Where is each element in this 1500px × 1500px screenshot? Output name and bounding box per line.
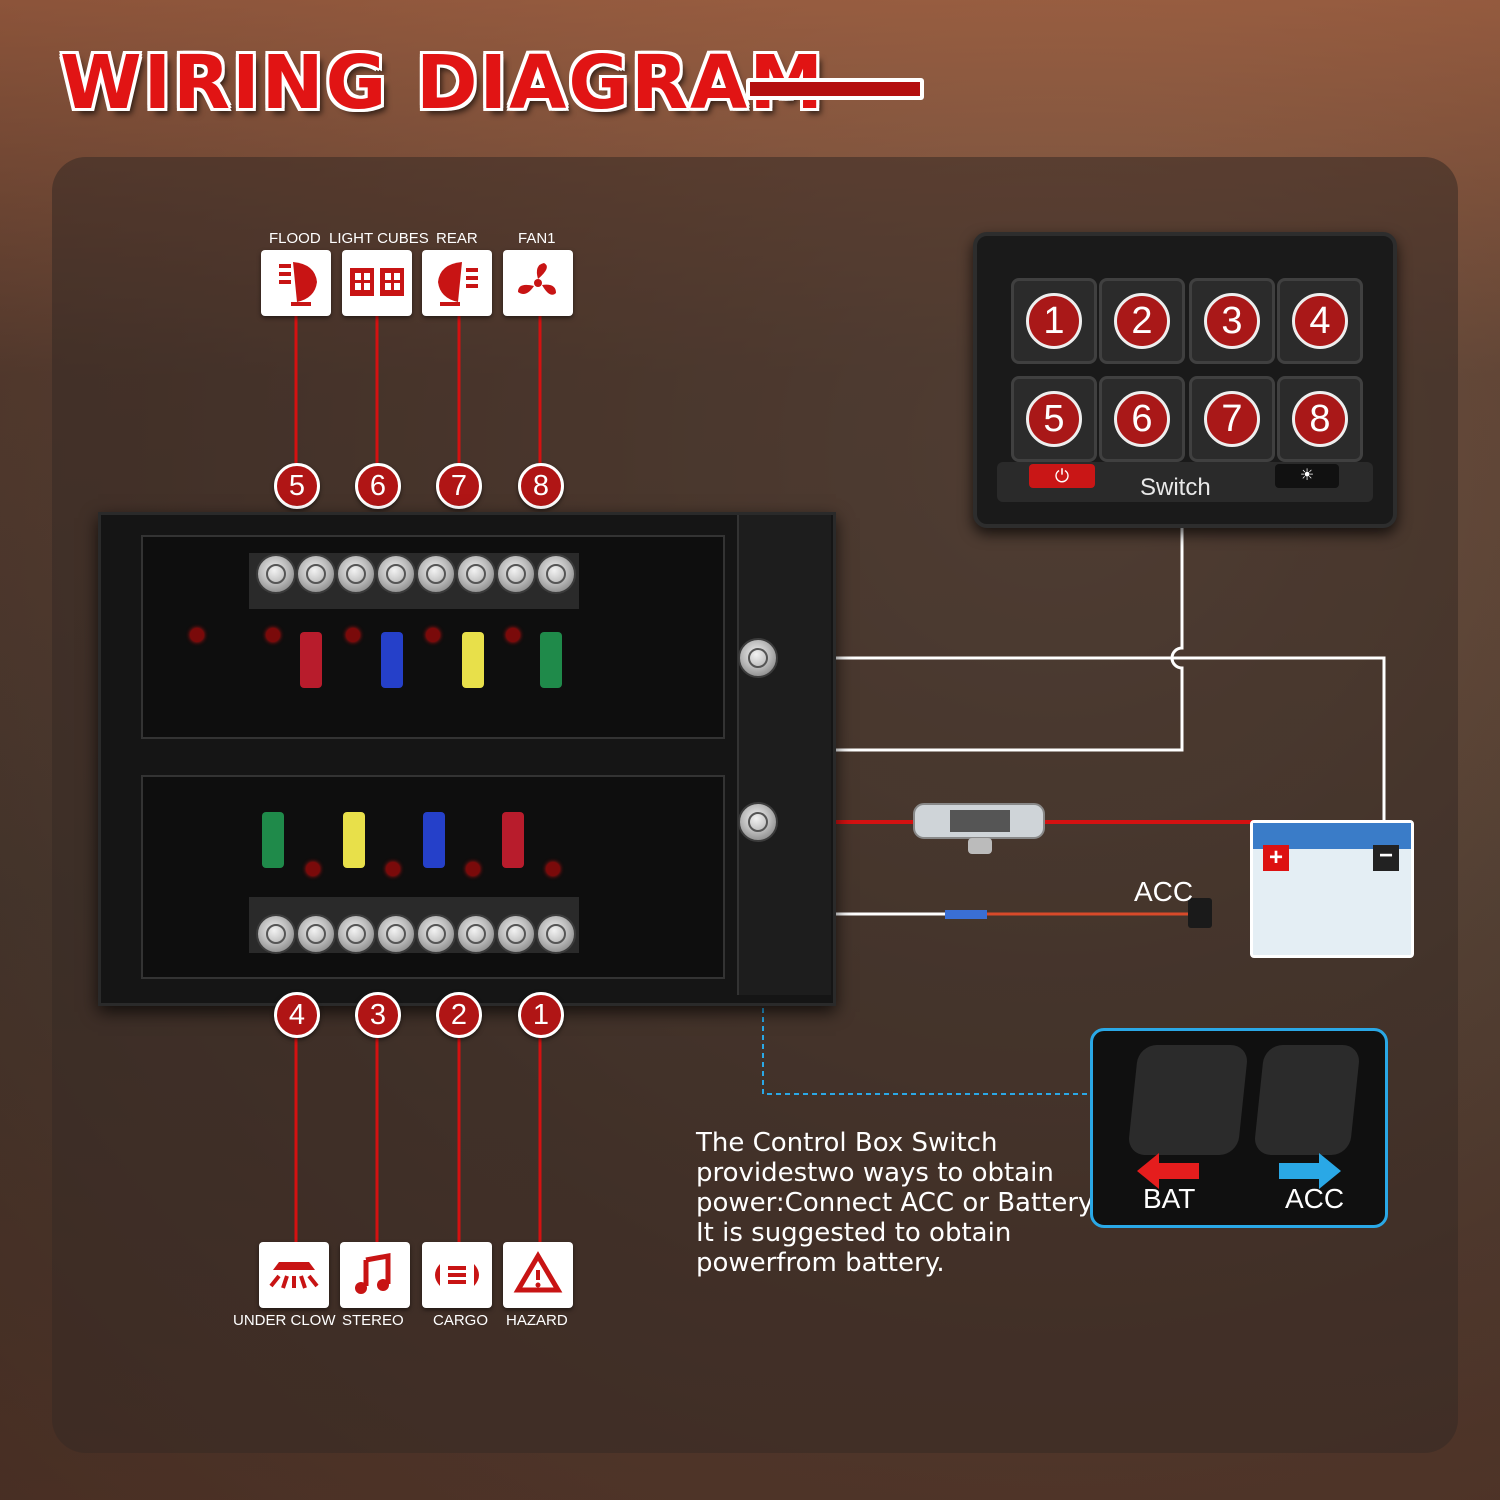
fuse-green xyxy=(262,812,284,868)
indicator-led xyxy=(266,628,280,642)
fuse-red xyxy=(300,632,322,688)
page-title: WIRING DIAGRAM xyxy=(60,40,825,126)
hazard-icon xyxy=(503,1242,573,1308)
terminal xyxy=(456,554,496,594)
fuse-yellow xyxy=(343,812,365,868)
terminal xyxy=(416,554,456,594)
indicator-led xyxy=(306,862,320,876)
cargo-light-icon xyxy=(422,1242,492,1308)
output-label-fan1: FAN1 xyxy=(518,230,556,247)
indicator-led xyxy=(426,628,440,642)
under-glow-icon xyxy=(259,1242,329,1308)
flood-light-icon xyxy=(261,250,331,316)
channel-7-badge: 7 xyxy=(436,463,482,509)
description-text: The Control Box Switch providestwo ways … xyxy=(696,1128,1098,1278)
fuse-green xyxy=(540,632,562,688)
battery: + − xyxy=(1250,820,1414,958)
output-label-rear: REAR xyxy=(436,230,478,247)
negative-terminal-icon: − xyxy=(1373,844,1399,871)
positive-terminal-icon: + xyxy=(1263,845,1289,871)
terminal xyxy=(536,554,576,594)
power-terminal xyxy=(738,802,778,842)
fuse-blue xyxy=(381,632,403,688)
indicator-led xyxy=(466,862,480,876)
terminal xyxy=(336,914,376,954)
power-icon[interactable]: ⏻ xyxy=(1029,464,1095,488)
switch-button-5[interactable]: 5 xyxy=(1011,376,1097,462)
indicator-led xyxy=(506,628,520,642)
channel-1-badge: 1 xyxy=(518,992,564,1038)
terminal xyxy=(376,554,416,594)
terminal xyxy=(376,914,416,954)
output-label-stereo: STEREO xyxy=(342,1312,404,1329)
terminal xyxy=(416,914,456,954)
switch-button-8[interactable]: 8 xyxy=(1277,376,1363,462)
channel-5-badge: 5 xyxy=(274,463,320,509)
terminal xyxy=(496,914,536,954)
channel-4-badge: 4 xyxy=(274,992,320,1038)
output-label-light-cubes: LIGHT CUBES xyxy=(329,230,429,247)
power-selector-closeup: BAT ACC xyxy=(1090,1028,1388,1228)
power-terminal xyxy=(738,638,778,678)
terminal xyxy=(336,554,376,594)
indicator-led xyxy=(346,628,360,642)
output-label-cargo: CARGO xyxy=(433,1312,489,1329)
channel-3-badge: 3 xyxy=(355,992,401,1038)
terminal xyxy=(256,554,296,594)
switch-button-2[interactable]: 2 xyxy=(1099,278,1185,364)
indicator-led xyxy=(546,862,560,876)
switch-label: Switch xyxy=(1140,474,1211,501)
switch-button-4[interactable]: 4 xyxy=(1277,278,1363,364)
stereo-icon xyxy=(340,1242,410,1308)
acc-label: ACC xyxy=(1134,876,1194,907)
channel-2-badge: 2 xyxy=(436,992,482,1038)
indicator-led xyxy=(386,862,400,876)
fuse-yellow xyxy=(462,632,484,688)
bat-label: BAT xyxy=(1143,1183,1196,1214)
switch-button-3[interactable]: 3 xyxy=(1189,278,1275,364)
output-label-under-clow: UNDER CLOW xyxy=(233,1312,336,1329)
fuse-blue xyxy=(423,812,445,868)
rear-light-icon xyxy=(422,250,492,316)
terminal xyxy=(296,914,336,954)
channel-8-badge: 8 xyxy=(518,463,564,509)
terminal xyxy=(296,554,336,594)
fan-icon xyxy=(503,250,573,316)
indicator-led xyxy=(190,628,204,642)
fuse-red xyxy=(502,812,524,868)
brightness-icon[interactable]: ☀ xyxy=(1275,464,1339,488)
terminal xyxy=(456,914,496,954)
switch-button-6[interactable]: 6 xyxy=(1099,376,1185,462)
output-label-flood: FLOOD xyxy=(269,230,321,247)
title-underline xyxy=(746,78,924,100)
acc-selector-label: ACC xyxy=(1285,1183,1345,1214)
channel-6-badge: 6 xyxy=(355,463,401,509)
switch-panel: 1 2 3 4 5 6 7 8 ⏻ ☀ xyxy=(973,232,1397,528)
output-label-hazard: HAZARD xyxy=(506,1312,568,1329)
switch-button-1[interactable]: 1 xyxy=(1011,278,1097,364)
light-cubes-icon xyxy=(342,250,412,316)
terminal xyxy=(536,914,576,954)
terminal xyxy=(496,554,536,594)
switch-button-7[interactable]: 7 xyxy=(1189,376,1275,462)
terminal xyxy=(256,914,296,954)
